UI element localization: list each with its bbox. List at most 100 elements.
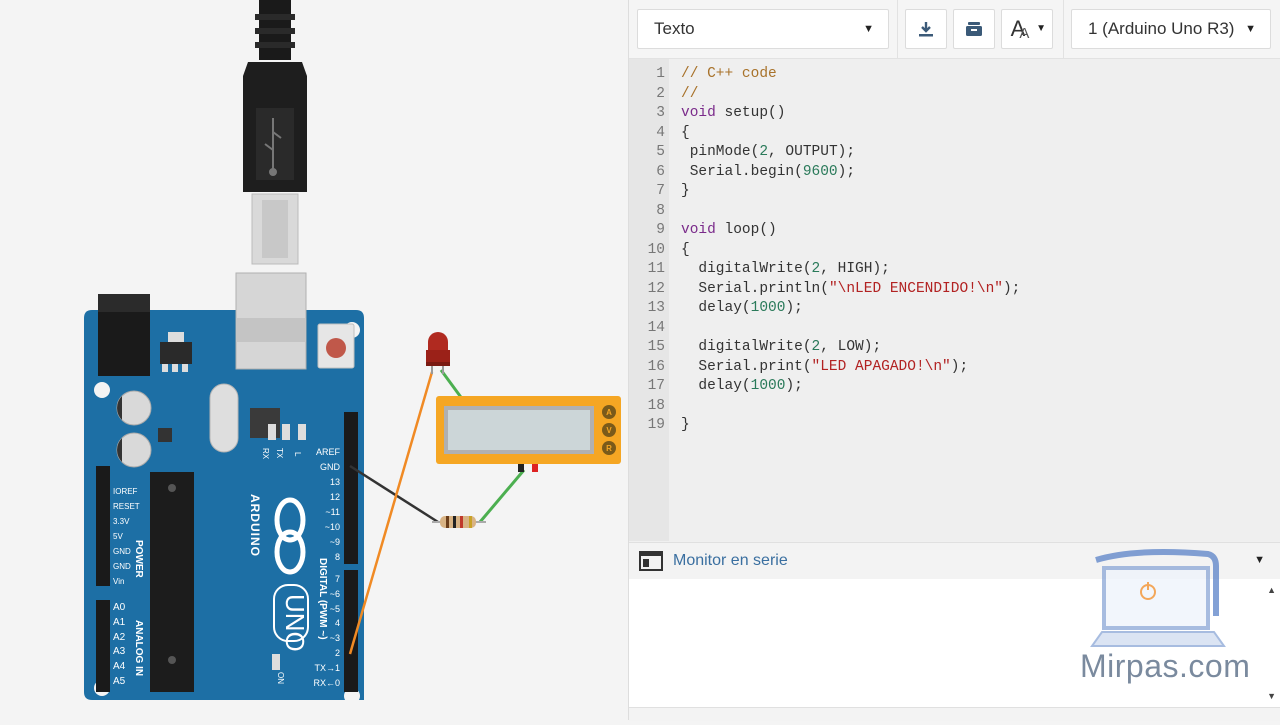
pin-label: GND xyxy=(113,547,131,556)
chevron-down-icon: ▼ xyxy=(863,23,874,35)
line-number: 17 xyxy=(647,378,665,394)
font-size-icon: AA xyxy=(1011,16,1036,42)
line-number: 1 xyxy=(656,66,665,82)
pin-label: 4 xyxy=(334,618,340,629)
code-text: } xyxy=(681,183,690,199)
code-text: Serial.println("\nLED ENCENDIDO!\n"); xyxy=(681,280,1021,297)
digital-header-low[interactable] xyxy=(344,570,358,692)
code-line[interactable]: 12 Serial.println("\nLED ENCENDIDO!\n"); xyxy=(629,280,1280,300)
line-number: 7 xyxy=(656,183,665,199)
multimeter-voltmeter-button[interactable]: V xyxy=(606,426,612,435)
line-number: 5 xyxy=(656,144,665,160)
serial-monitor-footer xyxy=(629,707,1280,721)
pin-label: A4 xyxy=(113,661,126,673)
board-brand: ARDUINO xyxy=(248,494,262,557)
digital-header-high[interactable] xyxy=(344,412,358,564)
board-dropdown[interactable]: 1 (Arduino Uno R3) ▼ xyxy=(1071,9,1271,49)
wire-gnd[interactable] xyxy=(349,464,439,524)
usb-icon xyxy=(264,118,282,176)
pin-label: RESET xyxy=(113,502,140,511)
line-number: 11 xyxy=(647,261,665,277)
code-line[interactable]: 10{ xyxy=(629,241,1280,261)
font-size-button[interactable]: AA ▼ xyxy=(1001,9,1053,49)
editor-toolbar: Texto ▼ AA ▼ 1 (Arduino Uno R3) xyxy=(629,0,1280,59)
resistor[interactable] xyxy=(432,516,486,528)
code-line[interactable]: 6 Serial.begin(9600); xyxy=(629,163,1280,183)
wire-resistor-meter[interactable] xyxy=(478,469,526,523)
power-header[interactable] xyxy=(96,466,110,586)
line-number: 16 xyxy=(647,358,665,375)
crystal xyxy=(209,383,239,453)
arduino-logo xyxy=(274,497,306,575)
mode-dropdown-value: Texto xyxy=(654,19,695,38)
mode-dropdown[interactable]: Texto ▼ xyxy=(637,9,889,49)
rx-label: RX xyxy=(261,448,270,460)
code-line[interactable]: 14 xyxy=(629,319,1280,339)
pin-label: ~9 xyxy=(329,537,340,547)
pin-label: 2 xyxy=(334,647,340,658)
code-line[interactable]: 16 Serial.print("LED APAGADO!\n"); xyxy=(629,358,1280,378)
code-line[interactable]: 1 // C++ code xyxy=(629,65,1280,85)
code-line[interactable]: 11 digitalWrite(2, HIGH); xyxy=(629,260,1280,280)
line-number: 19 xyxy=(647,417,665,433)
code-line[interactable]: 8 xyxy=(629,202,1280,222)
scroll-up-icon[interactable]: ▲ xyxy=(1267,585,1276,595)
watermark-text: Mirpas.com xyxy=(1080,648,1251,684)
mirpas-logo xyxy=(1090,549,1226,647)
pin-label: TX→1 xyxy=(314,662,340,673)
pin-label: 7 xyxy=(334,574,340,584)
code-line[interactable]: 15 digitalWrite(2, LOW); xyxy=(629,338,1280,358)
led[interactable] xyxy=(426,332,450,374)
code-text: { xyxy=(681,241,690,258)
capacitor xyxy=(116,390,152,426)
serial-monitor-scrollbar[interactable]: ▲ ▼ xyxy=(1264,579,1280,707)
pin-label: 3.3V xyxy=(113,517,130,526)
pin-label: ~3 xyxy=(329,633,340,644)
pin-label: GND xyxy=(320,462,340,472)
chevron-down-icon[interactable]: ▼ xyxy=(1254,554,1265,566)
download-icon xyxy=(919,22,933,37)
code-line[interactable]: 19} xyxy=(629,416,1280,436)
line-number: 2 xyxy=(656,85,665,102)
font-size-icon-small: A xyxy=(1019,25,1030,42)
code-text: // xyxy=(681,85,699,102)
pin-label: Vin xyxy=(113,577,125,586)
pin-label: IOREF xyxy=(113,487,138,496)
code-line[interactable]: 5 pinMode(2, OUTPUT); xyxy=(629,143,1280,163)
multimeter-ohmmeter-button[interactable]: R xyxy=(606,444,612,453)
circuit-canvas[interactable]: ARDUINO UNO DIGITAL (PWM ~) POWER ANALOG… xyxy=(0,0,628,720)
analog-pin-labels: A0 A1 A2 A3 A4 A5 xyxy=(113,601,143,690)
multimeter[interactable] xyxy=(436,396,621,472)
line-number: 12 xyxy=(647,280,665,297)
upload-button[interactable] xyxy=(953,9,995,49)
code-line[interactable]: 13 delay(1000); xyxy=(629,299,1280,319)
code-text: void setup() xyxy=(681,105,786,121)
pin-label: AREF xyxy=(315,447,340,457)
code-line[interactable]: 7} xyxy=(629,182,1280,202)
multimeter-ammeter-button[interactable]: A xyxy=(606,408,612,417)
code-line[interactable]: 4{ xyxy=(629,124,1280,144)
line-number: 15 xyxy=(647,339,665,355)
pin-label: 5V xyxy=(113,532,123,541)
upload-icon xyxy=(966,22,982,36)
left-pin-labels: IOREF RESET 3.3V 5V GND GND Vin xyxy=(113,484,153,589)
code-line[interactable]: 18 xyxy=(629,397,1280,417)
pin-label: 12 xyxy=(329,492,340,502)
terminal-icon xyxy=(639,551,663,571)
wire-led-meter[interactable] xyxy=(439,369,465,401)
wire-pin2[interactable] xyxy=(348,371,434,655)
analog-header[interactable] xyxy=(96,600,110,692)
line-number: 13 xyxy=(647,300,665,316)
code-line[interactable]: 2 // xyxy=(629,85,1280,105)
scroll-down-icon[interactable]: ▼ xyxy=(1267,691,1276,701)
code-text: // C++ code xyxy=(681,66,777,82)
download-button[interactable] xyxy=(905,9,947,49)
code-text: delay(1000); xyxy=(681,300,803,316)
circuit-svg xyxy=(84,0,621,704)
code-line[interactable]: 17 delay(1000); xyxy=(629,377,1280,397)
line-number-gutter xyxy=(629,59,669,541)
